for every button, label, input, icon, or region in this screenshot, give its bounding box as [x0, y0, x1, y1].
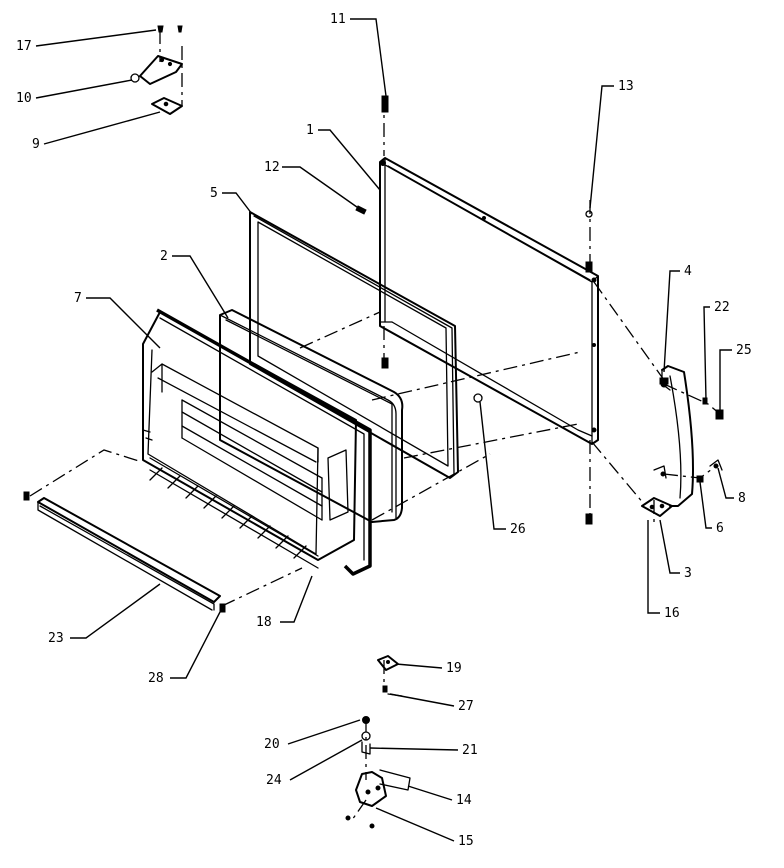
callout-labels: 17 10 9 11 1 12 5 2 7 13 4 22 25 8 6 3 1…: [16, 12, 752, 849]
door-liner-part: [142, 308, 372, 576]
callout-8: 8: [738, 491, 746, 506]
callout-13: 13: [618, 79, 634, 94]
callout-16: 16: [664, 606, 680, 621]
callout-25: 25: [736, 343, 752, 358]
hinge-bracket-part: [641, 365, 724, 517]
callout-28: 28: [148, 671, 164, 686]
leader-lines: [35, 18, 734, 842]
shelf-bar-part: [23, 491, 226, 613]
callout-5: 5: [210, 186, 218, 201]
callout-19: 19: [446, 661, 462, 676]
callout-26: 26: [510, 522, 526, 537]
callout-27: 27: [458, 699, 474, 714]
callout-6: 6: [716, 521, 724, 536]
callout-11: 11: [330, 12, 346, 27]
callout-14: 14: [456, 793, 472, 808]
bottom-hinge-part: [345, 655, 411, 829]
callout-4: 4: [684, 264, 692, 279]
callout-2: 2: [160, 249, 168, 264]
callout-23: 23: [48, 631, 64, 646]
callout-21: 21: [462, 743, 478, 758]
callout-24: 24: [266, 773, 282, 788]
callout-18: 18: [256, 615, 272, 630]
callout-10: 10: [16, 91, 32, 106]
callout-7: 7: [74, 291, 82, 306]
callout-22: 22: [714, 300, 730, 315]
inner-panel-part: [219, 309, 404, 523]
callout-1: 1: [306, 123, 314, 138]
door-frame-part: [379, 157, 599, 445]
callout-17: 17: [16, 39, 32, 54]
callout-20: 20: [264, 737, 280, 752]
callout-3: 3: [684, 566, 692, 581]
assembly-lines: [29, 30, 721, 821]
top-hinge-part: [130, 25, 183, 115]
door-gasket-part: [249, 211, 459, 479]
callout-9: 9: [32, 137, 40, 152]
callout-12: 12: [264, 160, 280, 175]
callout-15: 15: [458, 834, 474, 849]
